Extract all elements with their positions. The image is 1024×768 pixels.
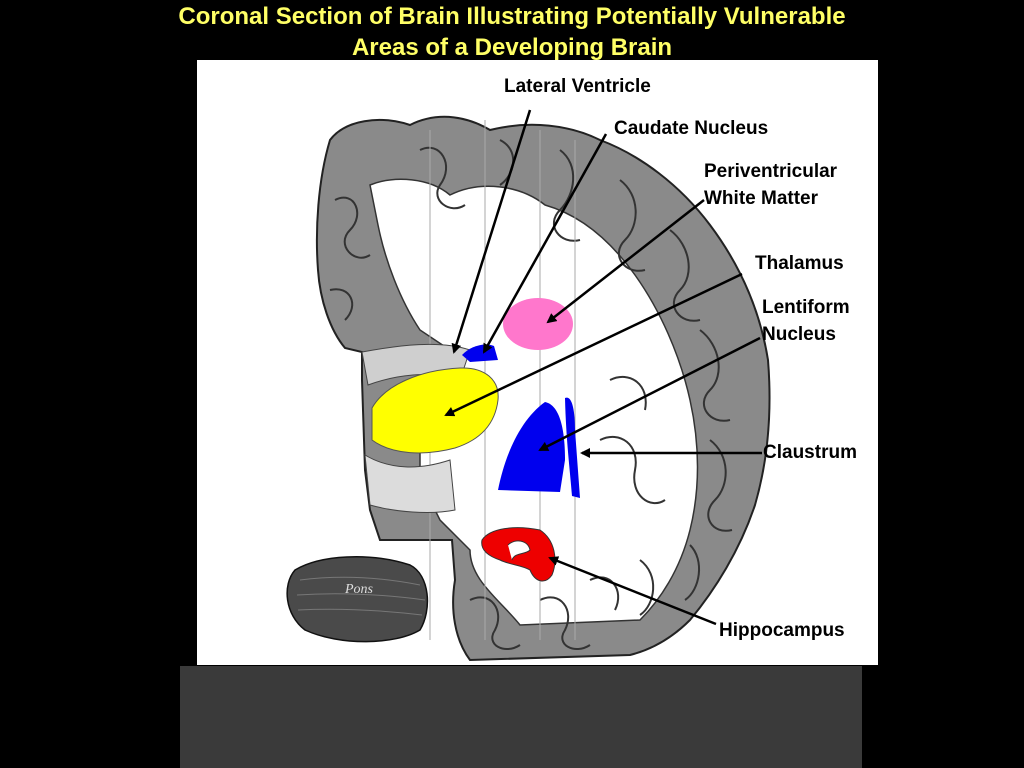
lentiform-nucleus-region	[498, 402, 565, 492]
pons	[286, 556, 429, 643]
claustrum-region	[565, 397, 580, 498]
slide-title: Coronal Section of Brain Illustrating Po…	[0, 1, 1024, 63]
arrow-hippocampus	[548, 556, 717, 626]
hippocampus-fold	[507, 540, 531, 561]
label-hippocampus: Hippocampus	[719, 620, 845, 641]
pons-label: Pons	[344, 582, 374, 597]
label-lentiform-line-2: Nucleus	[762, 324, 836, 345]
label-periventricular-line-1: Periventricular	[704, 161, 838, 182]
arrow-lentiform-nucleus	[538, 336, 761, 452]
arrow-caudate-nucleus	[482, 133, 608, 354]
title-line-1: Coronal Section of Brain Illustrating Po…	[178, 3, 846, 30]
label-caudate-nucleus: Caudate Nucleus	[614, 118, 769, 139]
footer-bar	[180, 666, 862, 768]
lower-left-tissue	[364, 454, 456, 513]
thalamus-region	[371, 367, 499, 454]
arrow-lateral-ventricle	[451, 109, 532, 354]
label-thalamus: Thalamus	[755, 253, 844, 274]
arrow-periventricular	[546, 199, 705, 324]
label-periventricular-white-matter: Periventricular White Matter	[704, 158, 837, 212]
white-matter	[369, 178, 699, 626]
arrow-thalamus	[444, 272, 743, 417]
periventricular-white-matter-region	[503, 298, 573, 350]
label-lentiform-line-1: Lentiform	[762, 297, 850, 318]
pointer-arrows	[444, 109, 762, 626]
label-lentiform-nucleus: Lentiform Nucleus	[762, 294, 850, 348]
label-lateral-ventricle: Lateral Ventricle	[504, 76, 651, 97]
label-periventricular-line-2: White Matter	[704, 188, 818, 209]
title-line-2: Areas of a Developing Brain	[351, 34, 673, 61]
label-claustrum: Claustrum	[763, 442, 857, 463]
pons-texture	[296, 576, 426, 616]
